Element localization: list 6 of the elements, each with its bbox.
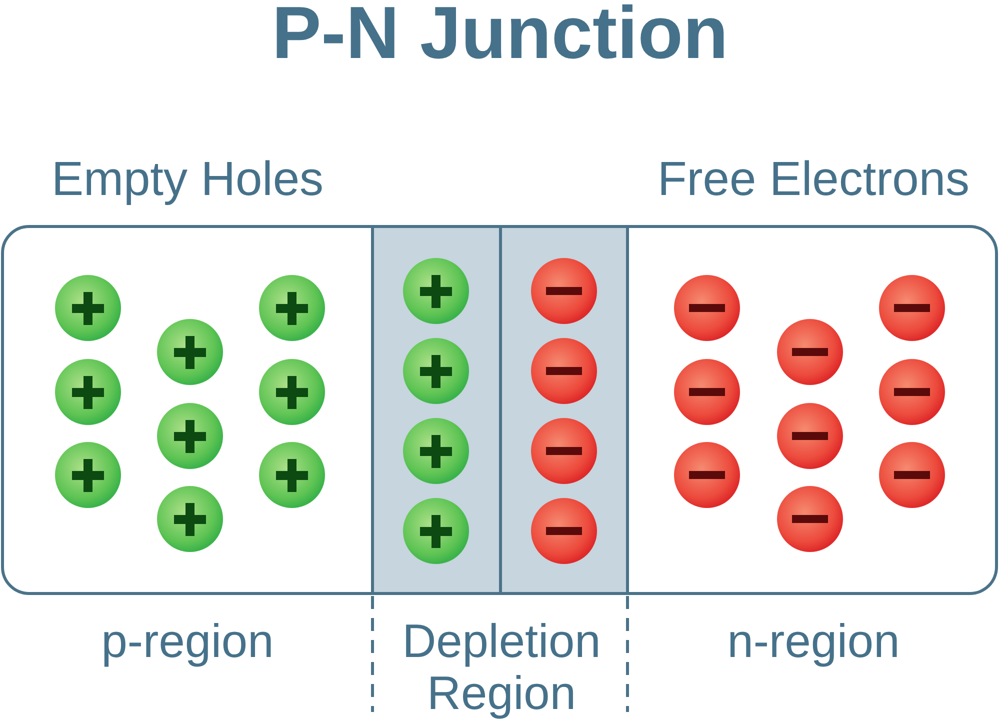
region-label: p-region [100,615,275,667]
region-label: n-region [726,615,901,667]
title: P-N Junction [270,0,730,67]
carrier-heading: Empty Holes [50,154,325,206]
carrier-heading: Free Electrons [656,154,971,206]
region-label: Depletion Region [401,615,602,719]
